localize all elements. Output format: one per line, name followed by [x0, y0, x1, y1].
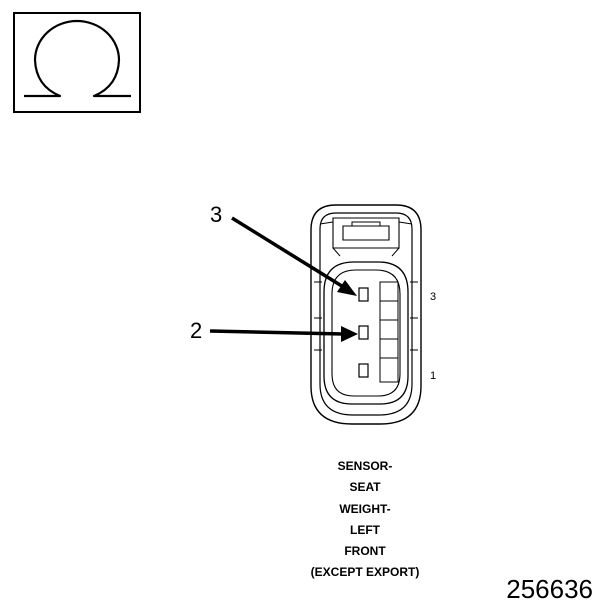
callout-label-2: 2	[190, 318, 203, 343]
ohm-icon	[13, 12, 141, 113]
caption-line: FRONT	[344, 544, 386, 559]
connector-caption: SENSOR- SEAT WEIGHT- LEFT FRONT (EXCEPT …	[280, 456, 450, 584]
caption-line: WEIGHT-	[339, 501, 391, 516]
figure-number: 256636	[506, 574, 593, 604]
caption-line: (EXCEPT EXPORT)	[310, 565, 420, 580]
connector-housing	[310, 204, 422, 425]
callout-label-3: 3	[210, 202, 223, 227]
caption-line: SENSOR-	[337, 459, 393, 473]
caption-line: SEAT	[349, 480, 381, 495]
arrow-3	[231, 216, 357, 296]
pin-label-3: 3	[430, 291, 437, 303]
pin-label-1: 1	[430, 370, 437, 382]
arrow-2	[209, 326, 358, 342]
caption-line: LEFT	[350, 522, 380, 537]
